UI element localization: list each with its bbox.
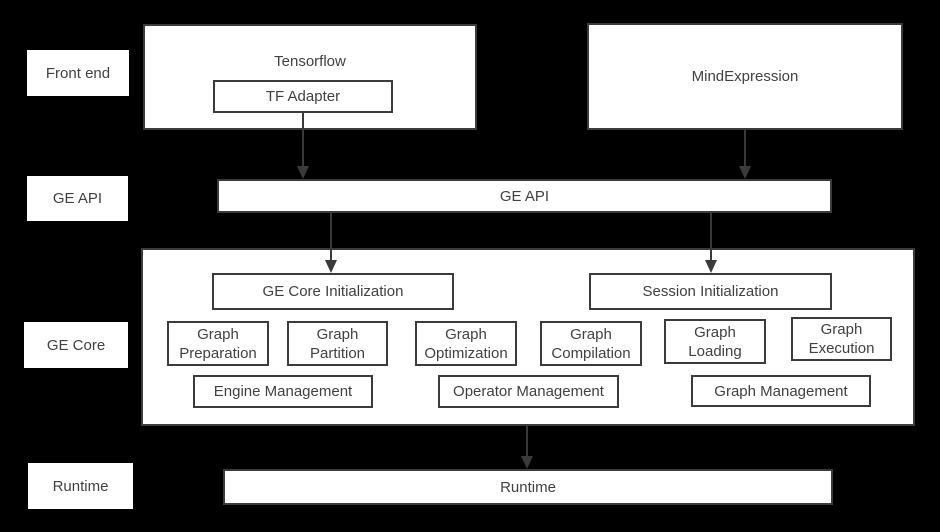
ge-core-box: GE Core Initialization Session Initializ… (141, 248, 915, 426)
session-initialization-box: Session Initialization (589, 273, 832, 310)
arrow-mindexpression-to-ge-api-icon (739, 130, 751, 179)
arrow-ge-api-to-session-initialization-icon (705, 213, 717, 273)
layer-label-ge-api: GE API (27, 176, 128, 221)
graph-partition-box: Graph Partition (287, 321, 388, 366)
arrow-ge-api-to-ge-core-initialization-icon (325, 213, 337, 273)
arrow-ge-core-to-runtime-icon (521, 426, 533, 469)
tf-adapter-box: TF Adapter (213, 80, 393, 113)
layer-label-runtime: Runtime (28, 463, 133, 509)
layer-label-ge-core: GE Core (24, 322, 128, 368)
mindexpression-box: MindExpression (587, 23, 903, 130)
tensorflow-label: Tensorflow (274, 53, 346, 70)
operator-management-box: Operator Management (438, 375, 619, 408)
ge-api-bar: GE API (217, 179, 832, 213)
ge-core-initialization-box: GE Core Initialization (212, 273, 454, 310)
runtime-bar: Runtime (223, 469, 833, 505)
graph-loading-box: Graph Loading (664, 319, 766, 364)
arrow-tf-adapter-to-ge-api-icon (297, 113, 309, 179)
layer-label-front-end: Front end (27, 50, 129, 96)
graph-compilation-box: Graph Compilation (540, 321, 642, 366)
engine-management-box: Engine Management (193, 375, 373, 408)
tensorflow-box: Tensorflow TF Adapter (143, 24, 477, 130)
graph-management-box: Graph Management (691, 375, 871, 407)
graph-execution-box: Graph Execution (791, 317, 892, 361)
graph-preparation-box: Graph Preparation (167, 321, 269, 366)
graph-optimization-box: Graph Optimization (415, 321, 517, 366)
